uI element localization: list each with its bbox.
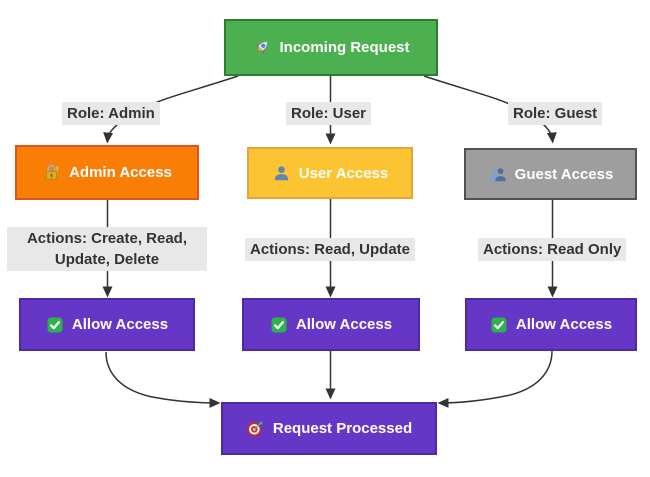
node-guest-access: Guest Access <box>464 148 637 200</box>
node-admin-access: Admin Access <box>15 145 199 200</box>
check-icon <box>270 316 288 334</box>
locked-with-key-icon <box>42 163 61 182</box>
node-label: Incoming Request <box>279 39 410 56</box>
node-label: User Access <box>298 164 389 182</box>
edge-label-text: Role: Admin <box>67 105 155 122</box>
node-allow-access-guest: Allow Access <box>465 298 637 351</box>
edge-label-role-user: Role: User <box>286 102 372 125</box>
rocket-icon <box>252 38 271 57</box>
node-allow-access-user: Allow Access <box>242 298 420 351</box>
edge-label-text: Actions: Read, Update <box>250 241 411 258</box>
edge-allowadmin-processed <box>105 351 221 408</box>
edge-label-text: Actions: Read Only <box>483 241 622 258</box>
edge-label-actions-user: Actions: Read, Update <box>245 238 416 261</box>
node-request-processed: Request Processed <box>221 402 437 455</box>
edge-label-actions-guest: Actions: Read Only <box>478 238 627 261</box>
node-label: Admin Access <box>69 164 172 181</box>
edge-label-role-admin: Role: Admin <box>62 102 160 125</box>
edge-allowguest-processed <box>437 350 553 408</box>
node-label: Guest Access <box>514 165 614 183</box>
person-icon <box>272 164 291 183</box>
node-incoming-request: Incoming Request <box>224 19 438 76</box>
check-icon <box>46 316 64 334</box>
node-label: Allow Access <box>71 316 169 333</box>
node-label: Allow Access <box>515 316 613 333</box>
edge-label-text: Actions: Create, Read, Update, Delete <box>26 230 188 268</box>
check-icon <box>490 316 508 334</box>
edge-label-text: Role: Guest <box>513 105 598 122</box>
node-user-access: User Access <box>247 147 413 199</box>
edge-label-actions-admin: Actions: Create, Read, Update, Delete <box>7 227 207 271</box>
target-icon <box>246 419 265 438</box>
node-allow-access-admin: Allow Access <box>19 298 195 351</box>
node-label: Request Processed <box>272 420 413 437</box>
people-icon <box>488 165 507 184</box>
edge-label-role-guest: Role: Guest <box>508 102 603 125</box>
edge-label-text: Role: User <box>291 105 367 122</box>
node-label: Allow Access <box>295 316 393 333</box>
